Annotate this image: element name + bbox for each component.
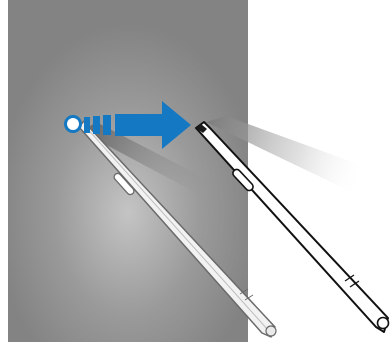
hover-point-icon [66,117,81,132]
